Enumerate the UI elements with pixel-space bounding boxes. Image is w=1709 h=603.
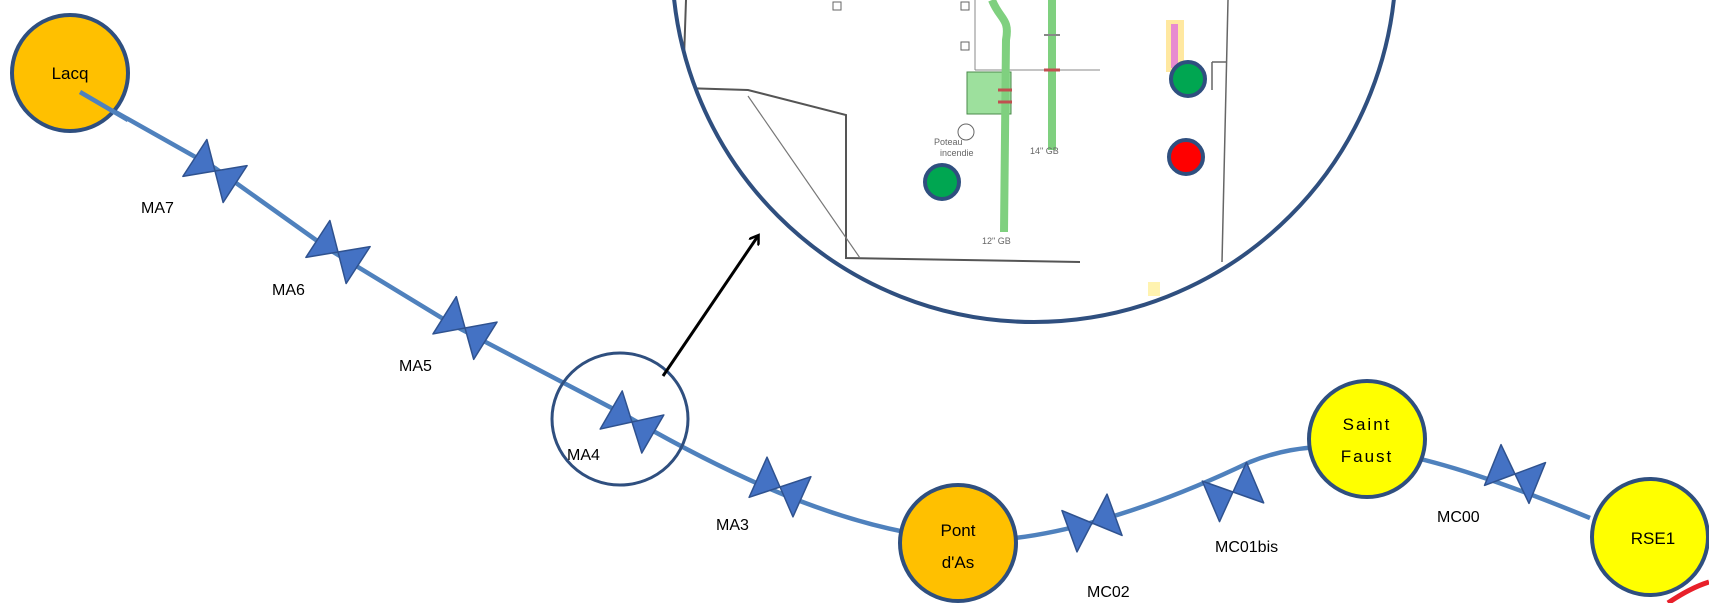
red-corner-arc bbox=[1666, 579, 1709, 603]
node-lacq: Lacq bbox=[10, 13, 130, 133]
valve-mc02-icon bbox=[1061, 493, 1123, 553]
node-rse1: RSE1 bbox=[1590, 477, 1709, 597]
valve-mc01bis-left-triangle bbox=[1201, 480, 1234, 523]
node-saint-faust-label-line1: Saint bbox=[1343, 415, 1392, 434]
valve-ma3-icon bbox=[748, 456, 812, 518]
valve-ma7-icon bbox=[182, 138, 248, 204]
zoom-arrow bbox=[661, 236, 758, 377]
plan-label-12gb: 12" GB bbox=[982, 236, 1011, 246]
valve-ma6-left-triangle bbox=[305, 219, 339, 259]
valve-mc01bis-icon bbox=[1201, 461, 1265, 523]
node-pont-d-as-label-line2: d'As bbox=[942, 553, 975, 572]
status-dot-red bbox=[1167, 138, 1205, 176]
node-rse1-circle bbox=[1590, 477, 1709, 597]
valve-label-ma6: MA6 bbox=[272, 282, 305, 299]
site-plan-square-1 bbox=[832, 1, 842, 11]
valve-ma7-right-triangle bbox=[214, 164, 248, 204]
valve-label-mc02: MC02 bbox=[1087, 584, 1130, 601]
valve-mc02-right-triangle bbox=[1091, 493, 1123, 537]
pink-marker-inner bbox=[1171, 24, 1178, 68]
valves bbox=[182, 138, 1547, 553]
valve-ma4-right-triangle bbox=[631, 414, 665, 454]
hydrant-symbol bbox=[957, 123, 975, 141]
node-pont-d-as-label-line1: Pont bbox=[941, 521, 976, 540]
valve-mc02-left-triangle bbox=[1061, 509, 1093, 553]
plan-label-poteau: Poteau bbox=[934, 137, 963, 147]
green-pipe-12gb bbox=[988, 0, 1011, 233]
node-pont-d-as: Pont d'As bbox=[898, 483, 1018, 603]
valve-ma5-right-triangle bbox=[464, 321, 498, 361]
site-plan-square-2 bbox=[960, 1, 970, 11]
valve-label-ma5: MA5 bbox=[399, 358, 432, 375]
valve-label-ma3: MA3 bbox=[716, 517, 749, 534]
node-saint-faust: Saint Faust bbox=[1307, 379, 1427, 499]
valve-mc01bis-right-triangle bbox=[1232, 461, 1265, 504]
node-saint-faust-label-line2: Faust bbox=[1341, 447, 1394, 466]
valve-ma5-left-triangle bbox=[432, 295, 466, 335]
zoom-inset-border bbox=[672, 0, 1396, 324]
valve-mc00-icon bbox=[1483, 443, 1547, 505]
valve-ma3-left-triangle bbox=[748, 456, 781, 499]
status-dot-green-right bbox=[1169, 60, 1207, 98]
site-plan-diagonal bbox=[747, 95, 861, 259]
valve-ma5-icon bbox=[432, 295, 498, 361]
site-plan-square-3 bbox=[960, 41, 970, 51]
valve-ma4-icon bbox=[599, 390, 665, 454]
plan-label-incendie: incendie bbox=[940, 148, 974, 158]
node-saint-faust-circle bbox=[1307, 379, 1427, 499]
ma4-highlight-ring bbox=[550, 351, 690, 487]
zoom-inset-background bbox=[674, 0, 1394, 322]
valve-ma4-left-triangle bbox=[599, 390, 633, 430]
status-dot-green-left bbox=[923, 163, 961, 201]
valve-mc00-right-triangle bbox=[1514, 461, 1547, 505]
node-lacq-label: Lacq bbox=[52, 64, 89, 83]
valve-label-mc00: MC00 bbox=[1437, 509, 1480, 526]
small-yellow-mark bbox=[1148, 282, 1160, 296]
plan-label-14gb: 14" GB bbox=[1030, 146, 1059, 156]
valve-ma6-right-triangle bbox=[337, 245, 371, 285]
zoom-inset: Poteau incendie 14" GB 12" GB bbox=[672, 0, 1396, 324]
node-pont-d-as-circle bbox=[898, 483, 1018, 603]
valve-label-ma4: MA4 bbox=[567, 447, 600, 464]
valve-label-mc01bis: MC01bis bbox=[1215, 539, 1278, 556]
site-plan: Poteau incendie 14" GB 12" GB bbox=[681, 0, 1229, 296]
node-rse1-label: RSE1 bbox=[1631, 529, 1675, 548]
valve-mc00-left-triangle bbox=[1483, 443, 1516, 487]
valve-ma3-right-triangle bbox=[779, 475, 812, 518]
site-plan-right-wall bbox=[1221, 0, 1229, 263]
valve-label-ma7: MA7 bbox=[141, 200, 174, 217]
valve-ma7-left-triangle bbox=[182, 138, 216, 178]
valve-ma6-icon bbox=[305, 219, 371, 285]
pipeline-line-lacq-stub bbox=[78, 90, 130, 122]
